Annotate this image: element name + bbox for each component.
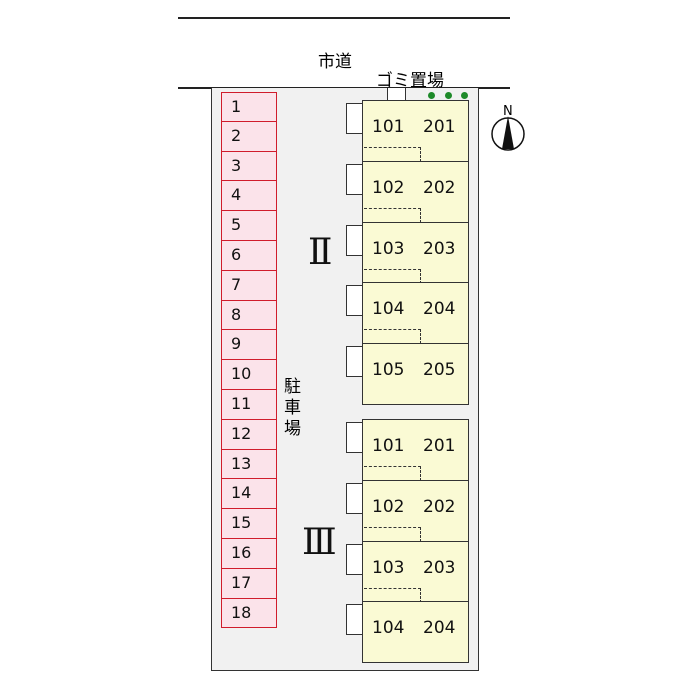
unit-block: 103 203 [362, 221, 469, 284]
balcony [346, 543, 363, 575]
parking-space: 7 [221, 270, 277, 301]
unit-block: 101 201 [362, 419, 469, 481]
tree-icon [428, 92, 435, 99]
unit-number: 201 [423, 436, 456, 456]
unit-number: 101 [372, 117, 405, 137]
unit-block: 104 204 [362, 601, 469, 664]
parking-space: 16 [221, 539, 277, 569]
unit-number: 203 [423, 238, 456, 259]
parking-space: 15 [221, 509, 277, 539]
unit-number: 101 [372, 436, 405, 456]
parking-space: 6 [221, 241, 277, 271]
parking-space: 10 [221, 360, 277, 390]
balcony [346, 346, 363, 378]
parking-label: 駐車場 [284, 377, 301, 439]
unit-number: 202 [423, 496, 456, 517]
unit-number: 103 [372, 557, 405, 578]
road-label: 市道 [318, 52, 352, 72]
building-name: Ⅲ [302, 522, 337, 563]
road-edge-bottom [178, 87, 510, 89]
unit-number: 104 [372, 618, 405, 639]
balcony [346, 482, 363, 514]
unit-number: 203 [423, 557, 456, 578]
balcony [346, 103, 363, 134]
parking-space: 3 [221, 151, 277, 182]
unit-block: 105 205 [362, 343, 469, 405]
stair-outline [364, 147, 421, 162]
svg-text:N: N [503, 104, 513, 119]
parking-space: 12 [221, 419, 277, 450]
unit-number: 102 [372, 177, 405, 198]
unit-number: 204 [423, 299, 456, 320]
parking-space: 1 [221, 92, 277, 122]
unit-number: 201 [423, 117, 456, 137]
stair-outline [364, 268, 421, 284]
stair-outline [364, 526, 421, 542]
tree-icon [445, 92, 452, 99]
unit-number: 103 [372, 238, 405, 259]
parking-space: 4 [221, 181, 277, 212]
unit-number: 204 [423, 618, 456, 639]
parking-space: 11 [221, 390, 277, 420]
stair-outline [364, 329, 421, 345]
parking-space: 14 [221, 479, 277, 510]
unit-number: 102 [372, 496, 405, 517]
balcony [346, 285, 363, 317]
unit-number: 104 [372, 299, 405, 320]
building-name: Ⅱ [308, 232, 333, 273]
balcony [346, 224, 363, 256]
parking-space: 18 [221, 598, 277, 629]
garbage-label: ゴミ置場 [376, 71, 444, 91]
stair-outline [364, 207, 421, 223]
parking-space: 13 [221, 449, 277, 480]
unit-block: 102 202 [362, 160, 469, 223]
parking-space: 5 [221, 211, 277, 241]
parking-space: 9 [221, 330, 277, 361]
tree-icon [461, 92, 468, 99]
unit-number: 105 [372, 360, 405, 381]
parking-space: 2 [221, 121, 277, 152]
unit-block: 103 203 [362, 540, 469, 603]
balcony [346, 422, 363, 453]
balcony [346, 163, 363, 195]
unit-number: 205 [423, 360, 456, 381]
unit-block: 102 202 [362, 479, 469, 542]
stair-outline [364, 466, 421, 481]
road-edge-top [178, 17, 510, 19]
unit-block: 101 201 [362, 100, 469, 162]
unit-number: 202 [423, 177, 456, 198]
north-compass-icon: N [490, 101, 530, 151]
stair-outline [364, 587, 421, 603]
parking-space: 8 [221, 300, 277, 331]
parking-space: 17 [221, 568, 277, 599]
balcony [346, 604, 363, 636]
